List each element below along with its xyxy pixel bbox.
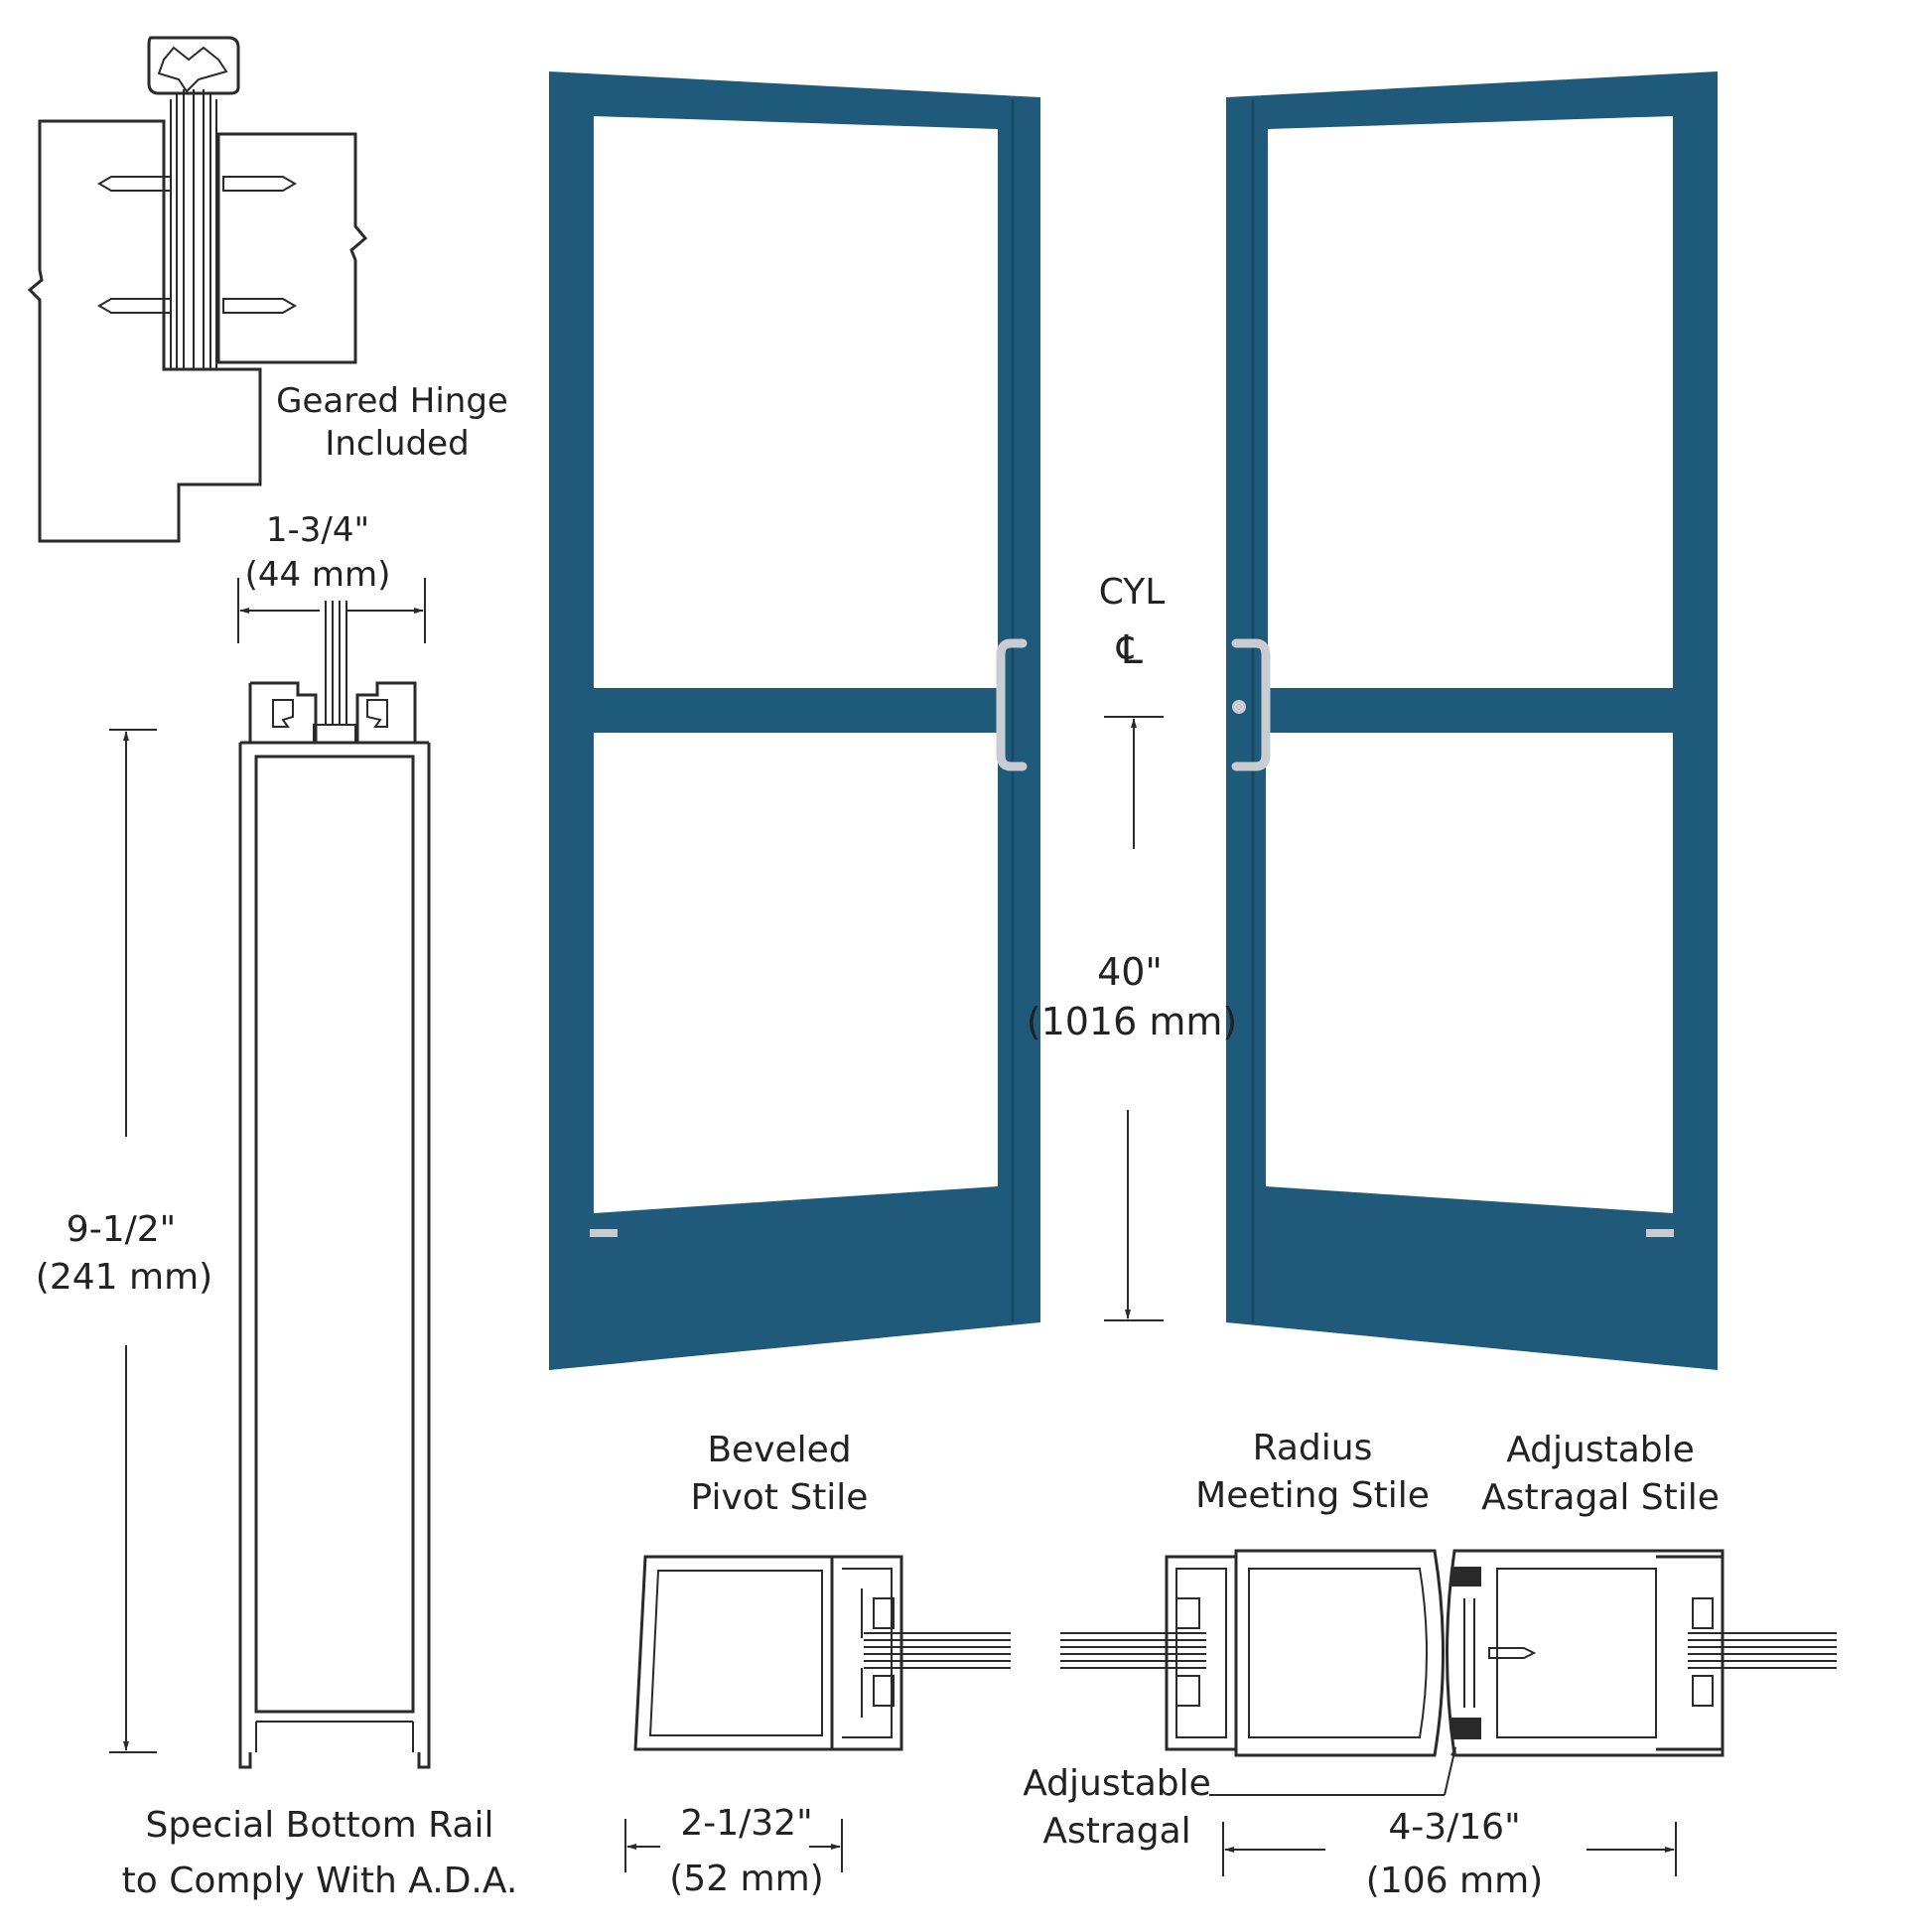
thickness-dimension [237,578,426,643]
radius-meeting-label-2: Meeting Stile [1195,1475,1430,1516]
geared-hinge-label-2: Included [325,424,469,464]
right-door-bottom-fastener [1646,1229,1674,1237]
left-door-pull-handle [996,638,1028,771]
thickness-label-2: (44 mm) [245,555,391,595]
left-door-upper-glass [594,116,998,688]
rail-height-label-2: (241 mm) [36,1257,212,1298]
lock-cylinder [1232,700,1246,714]
bottom-rail-section [238,601,431,1769]
cyl-height-label-1: 40" [1097,950,1163,994]
centerline-symbol: ℄ [1116,627,1143,673]
hinge-screws [97,176,297,314]
right-door-lower-glass [1266,733,1673,1213]
rail-height-dimension [109,729,157,1753]
bottom-rail-label-1: Special Bottom Rail [146,1805,494,1846]
pivot-width-label-2: (52 mm) [669,1859,823,1899]
beveled-pivot-label-2: Pivot Stile [691,1477,869,1518]
rail-height-label-1: 9-1/2" [67,1209,176,1250]
meeting-stiles-section [1060,1549,1837,1757]
beveled-pivot-label-1: Beveled [707,1430,851,1470]
geared-hinge-label-1: Geared Hinge [276,381,508,421]
beveled-pivot-stile-section [633,1555,1011,1751]
left-door-lower-glass [594,733,998,1213]
meeting-width-label-1: 4-3/16" [1388,1807,1520,1848]
pivot-width-label-1: 2-1/32" [680,1803,812,1844]
adjustable-astragal-leader [1209,1746,1456,1796]
meeting-width-dimension [1222,1822,1677,1876]
meeting-width-label-2: (106 mm) [1366,1861,1543,1901]
radius-meeting-label-1: Radius [1253,1428,1373,1468]
right-door-pull-handle [1231,638,1271,771]
left-door [549,71,1040,1370]
cyl-label: CYL [1099,572,1166,613]
cyl-height-dimension [1104,716,1164,1321]
cyl-height-label-2: (1016 mm) [1027,1000,1237,1043]
adjustable-astragal-label-2: Astragal [1042,1811,1190,1852]
bottom-rail-label-2: to Comply With A.D.A. [122,1861,518,1901]
adjustable-astragal-stile-label-1: Adjustable [1506,1430,1695,1470]
thickness-label-1: 1-3/4" [266,510,369,550]
adjustable-astragal-stile-label-2: Astragal Stile [1481,1477,1720,1518]
left-door-bottom-fastener [590,1229,618,1237]
geared-hinge-detail [27,36,368,543]
adjustable-astragal-label-1: Adjustable [1023,1763,1211,1804]
right-door [1226,71,1718,1370]
pivot-width-dimension [624,1819,843,1872]
right-door-upper-glass [1268,116,1673,688]
